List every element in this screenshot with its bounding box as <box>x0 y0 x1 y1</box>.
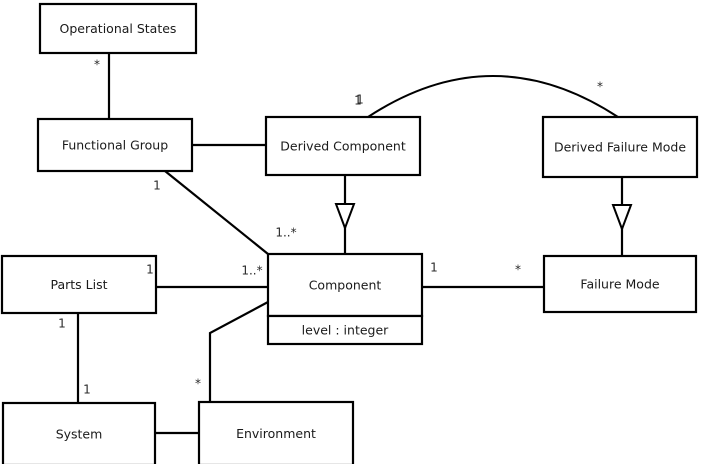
class-functional-group[interactable]: Functional Group <box>36 117 194 173</box>
class-operational-states[interactable]: Operational States <box>38 2 198 55</box>
multiplicity-component-functional-group: 1..* <box>275 226 296 240</box>
generalizations-layer <box>334 175 633 256</box>
class-attribute-box-component[interactable] <box>266 314 424 346</box>
multiplicity-component-parts-list: 1..* <box>241 264 262 278</box>
class-box-environment[interactable] <box>197 400 355 464</box>
multiplicity-functional-group-component: 1 <box>153 179 161 193</box>
class-box-system[interactable] <box>1 401 157 464</box>
class-name-environment: Environment <box>236 426 316 441</box>
class-system[interactable]: System <box>1 401 157 464</box>
multiplicity-component-failure-mode: 1 <box>430 261 438 275</box>
multiplicity-parts-list-system: 1 <box>58 317 66 331</box>
class-failure-mode[interactable]: Failure Mode <box>542 254 698 314</box>
multiplicity-labels-layer: * 1 1 * 1 1..* 1 1..* 1 * 1 1 * <box>58 58 603 397</box>
association-functional-group-component[interactable] <box>164 170 269 255</box>
class-derived-failure-mode[interactable]: Derived Failure Mode <box>541 115 699 179</box>
class-name-parts-list: Parts List <box>50 277 107 292</box>
generalization-arrowhead-derived-failure-mode-failure-mode <box>611 204 633 232</box>
class-parts-list[interactable]: Parts List <box>0 254 158 315</box>
multiplicity-derived-component-arc: 1 <box>356 93 364 107</box>
class-name-derived-component: Derived Component <box>280 139 406 154</box>
class-attribute-component-level: level : integer <box>302 323 389 338</box>
class-name-derived-failure-mode: Derived Failure Mode <box>554 140 686 155</box>
associations-layer <box>76 53 619 435</box>
multiplicity-derived-component-functional-group: 1 <box>354 94 362 108</box>
class-name-functional-group: Functional Group <box>62 138 168 153</box>
class-name-component: Component <box>309 278 382 293</box>
generalization-arrowhead-derived-component-component <box>334 203 356 231</box>
class-name-failure-mode: Failure Mode <box>580 277 659 292</box>
class-derived-component[interactable]: Derived Component <box>264 115 422 177</box>
class-environment[interactable]: Environment <box>197 400 355 464</box>
class-box-operational-states[interactable] <box>38 2 198 55</box>
class-box-derived-component[interactable] <box>264 115 422 177</box>
multiplicity-parts-list-component: 1 <box>146 263 154 277</box>
class-name-operational-states: Operational States <box>60 21 177 36</box>
class-box-functional-group[interactable] <box>36 117 194 173</box>
class-component[interactable]: Component level : integer <box>266 252 424 346</box>
class-box-parts-list[interactable] <box>0 254 158 315</box>
association-environment-component[interactable] <box>208 301 269 402</box>
class-box-derived-failure-mode[interactable] <box>541 115 699 179</box>
multiplicity-environment-component: * <box>195 377 201 391</box>
class-box-failure-mode[interactable] <box>542 254 698 314</box>
multiplicity-operational-states-functional-group: * <box>94 58 100 72</box>
multiplicity-failure-mode-component: * <box>515 263 521 277</box>
multiplicity-derived-failure-mode-arc: * <box>597 80 603 94</box>
class-name-system: System <box>56 427 103 442</box>
multiplicity-system-parts-list: 1 <box>83 383 91 397</box>
association-arc-derived-component-derived-failure-mode[interactable] <box>367 75 619 118</box>
class-box-component[interactable] <box>266 252 424 318</box>
